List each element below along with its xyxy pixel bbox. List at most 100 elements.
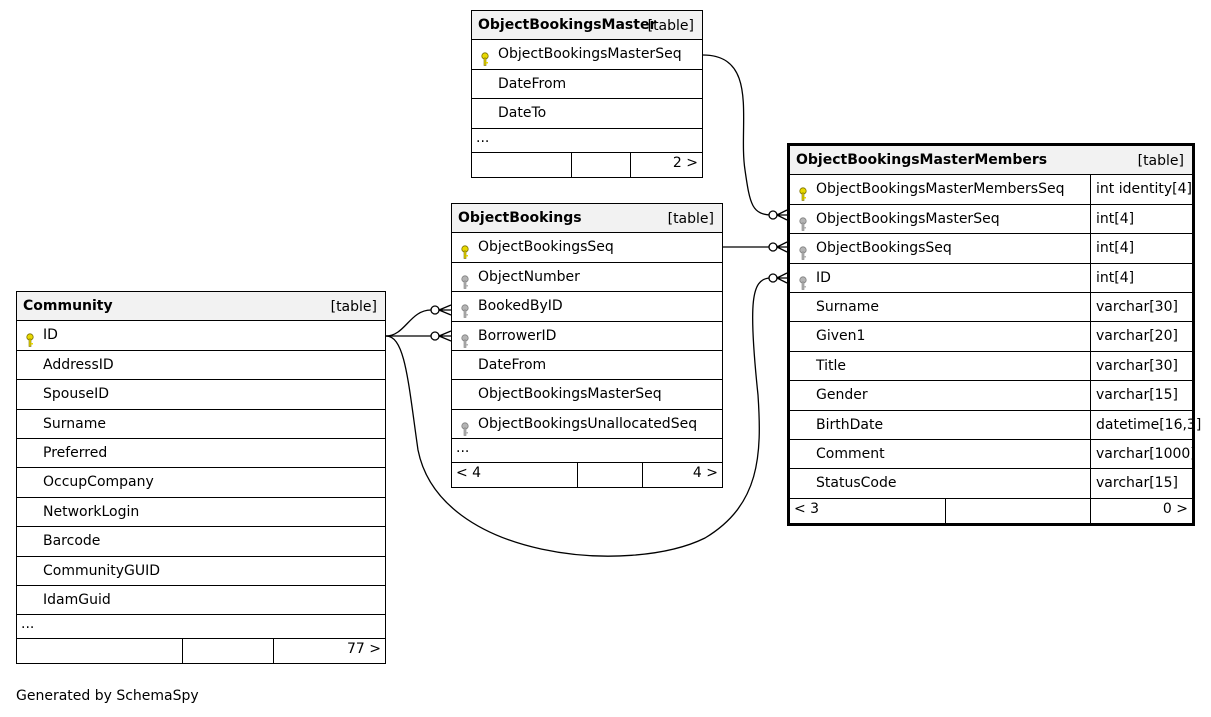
child-count: 2 > — [672, 154, 698, 171]
column-row: Surname — [17, 410, 385, 439]
foreign-key-icon — [460, 330, 470, 348]
edge-marker-crowfoot — [776, 272, 788, 284]
column-row: ObjectBookingsSeq int[4] — [790, 234, 1192, 264]
column-name: ObjectBookingsMasterSeq — [498, 46, 682, 63]
column-row: BirthDate datetime[16,3] — [790, 410, 1201, 440]
column-name: ObjectBookingsMasterMembersSeq — [816, 181, 1065, 198]
table-footer: < 3 0 > — [790, 498, 1192, 523]
column-row: Comment varchar[1000] — [790, 439, 1196, 470]
edge-marker-circle — [430, 331, 440, 341]
column-name: ObjectBookingsMasterSeq — [816, 210, 1000, 227]
table-type-label: [table] — [667, 211, 714, 227]
table-object-bookings: ObjectBookings [table] ObjectBookingsSeq… — [451, 203, 723, 489]
edge-marker-circle — [768, 210, 778, 220]
column-row: DateFrom — [472, 70, 702, 100]
column-name: ID — [43, 327, 58, 344]
column-row: BorrowerID — [452, 322, 722, 351]
table-name: ObjectBookingsMaster — [478, 17, 657, 33]
column-name: AddressID — [43, 356, 114, 373]
column-name: CommunityGUID — [43, 562, 161, 579]
primary-key-icon — [25, 329, 35, 348]
table-object-bookings-master-members: ObjectBookingsMasterMembers [table] Obje… — [787, 143, 1201, 526]
column-name: StatusCode — [816, 475, 897, 492]
column-name: BirthDate — [816, 416, 884, 433]
parent-count: < 4 — [456, 465, 482, 482]
table-type-label: [table] — [1137, 153, 1184, 169]
parent-count: < 3 — [794, 500, 820, 517]
edge-marker-circle — [768, 273, 778, 283]
table-community: Community [table] ID AddressID SpouseID … — [16, 291, 386, 665]
column-row: AddressID — [17, 351, 385, 381]
column-row: ObjectBookingsUnallocatedSeq — [452, 410, 722, 440]
column-name: NetworkLogin — [43, 503, 140, 520]
parent-count — [17, 639, 21, 663]
column-name: Barcode — [43, 533, 101, 550]
edge-marker-crowfoot — [438, 304, 452, 316]
column-row: BookedByID — [452, 292, 722, 322]
column-name: Comment — [816, 445, 885, 462]
column-name: IdamGuid — [43, 591, 111, 608]
column-name: Title — [816, 357, 847, 374]
column-name: Surname — [816, 298, 879, 315]
table-footer: < 4 4 > — [452, 463, 722, 488]
edge-marker-circle — [768, 242, 778, 252]
column-name: ObjectBookingsUnallocatedSeq — [478, 415, 698, 432]
column-type: varchar[1000] — [1096, 445, 1196, 462]
column-name: ID — [816, 269, 831, 286]
column-row: DateTo — [472, 99, 702, 129]
table-name: Community — [23, 298, 113, 314]
column-row: DateFrom — [452, 351, 722, 381]
more-columns-ellipsis: ... — [472, 129, 702, 153]
column-name: BorrowerID — [478, 327, 557, 344]
generated-by-label: Generated by SchemaSpy — [16, 688, 199, 704]
column-type: int[4] — [1096, 210, 1135, 227]
table-header: ObjectBookingsMasterMembers [table] — [790, 146, 1192, 176]
column-name: Given1 — [816, 328, 866, 345]
foreign-key-icon — [798, 242, 808, 260]
column-row: ObjectNumber — [452, 263, 722, 293]
more-columns-ellipsis: ... — [452, 439, 722, 464]
column-row: StatusCode varchar[15] — [790, 469, 1192, 499]
column-row: ID int[4] — [790, 263, 1192, 293]
edge-marker-crowfoot — [438, 330, 452, 342]
column-name: ObjectBookingsMasterSeq — [478, 386, 662, 403]
table-name: ObjectBookings — [458, 210, 582, 226]
edge-marker-crowfoot — [776, 209, 788, 221]
column-name: DateFrom — [498, 75, 567, 92]
column-name: Gender — [816, 387, 868, 404]
column-row: Gender varchar[15] — [790, 381, 1192, 411]
primary-key-icon — [798, 183, 808, 202]
column-row: Preferred — [17, 439, 385, 469]
column-type: int[4] — [1096, 269, 1135, 286]
column-type: varchar[30] — [1096, 357, 1178, 374]
primary-key-icon — [460, 241, 470, 260]
edge-master-to-members — [702, 54, 774, 216]
foreign-key-icon — [460, 271, 470, 289]
column-type: varchar[15] — [1096, 387, 1178, 404]
column-row: NetworkLogin — [17, 498, 385, 528]
column-name: BookedByID — [478, 298, 563, 315]
foreign-key-icon — [460, 418, 470, 436]
table-object-bookings-master: ObjectBookingsMaster [table] ObjectBooki… — [471, 10, 703, 178]
column-row: CommunityGUID — [17, 557, 385, 586]
table-type-label: [table] — [647, 18, 694, 34]
foreign-key-icon — [460, 300, 470, 318]
column-type: varchar[15] — [1096, 475, 1178, 492]
primary-key-icon — [480, 48, 490, 67]
column-row: ObjectBookingsMasterSeq — [452, 380, 722, 410]
child-count: 77 > — [347, 641, 381, 658]
column-name: SpouseID — [43, 386, 110, 403]
column-type: datetime[16,3] — [1096, 416, 1202, 433]
edge-marker-crowfoot — [776, 241, 788, 253]
column-name: ObjectBookingsSeq — [816, 240, 952, 257]
child-count: 0 > — [1162, 500, 1188, 517]
edge-community-to-bookedby — [385, 309, 432, 337]
table-name: ObjectBookingsMasterMembers — [796, 152, 1048, 168]
table-footer: 2 > — [472, 152, 702, 177]
column-type: int[4] — [1096, 240, 1135, 257]
column-row: Title varchar[30] — [790, 351, 1192, 382]
column-row: ObjectBookingsMasterSeq — [472, 40, 702, 70]
